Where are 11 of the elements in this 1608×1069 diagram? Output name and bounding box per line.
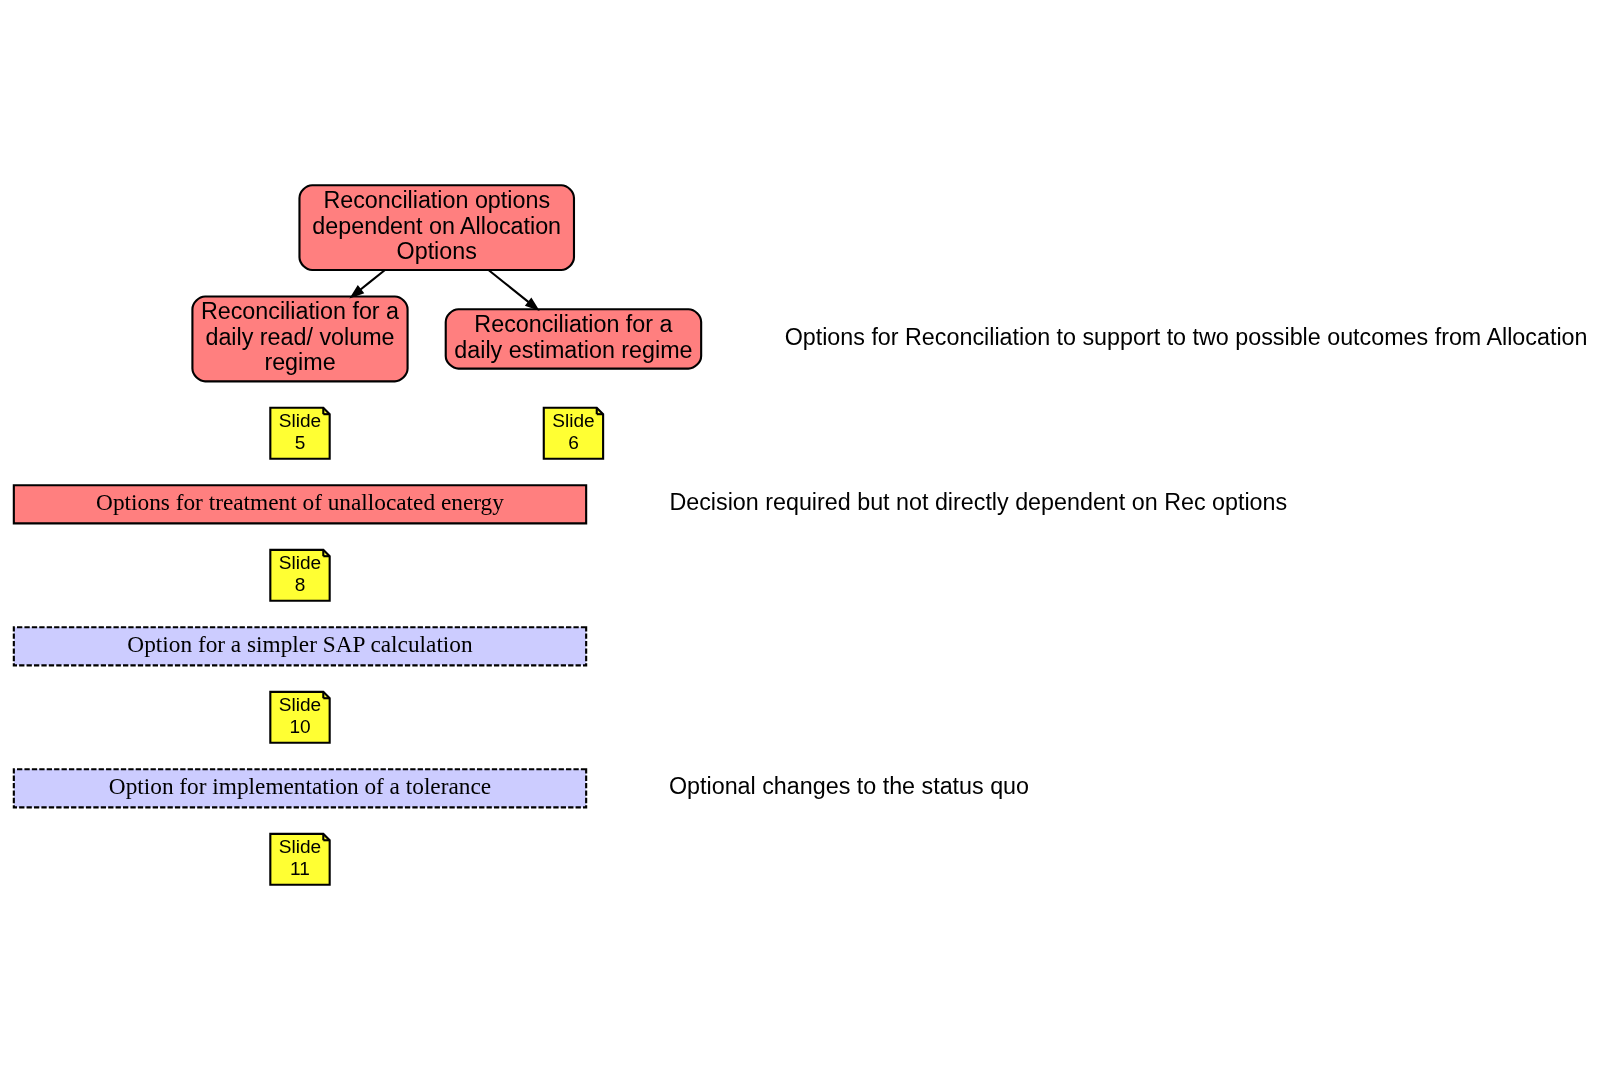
node-box: Options for treatment of unallocated energy xyxy=(12,483,587,524)
arrow xyxy=(348,268,385,298)
arrow xyxy=(487,268,540,311)
node-box: Reconciliation for a daily read/ volume regime xyxy=(190,294,409,382)
node-box: Option for implementation of a tolerance xyxy=(12,767,587,808)
label: Options for Reconciliation to support to two possible outcomes from Allocation xyxy=(784,323,1587,350)
label: Optional changes to the status quo xyxy=(668,772,1029,799)
node-box: Option for a simpler SAP calculation xyxy=(12,625,587,666)
node-box: Reconciliation options dependent on Allocation Options xyxy=(297,183,575,271)
label: Decision required but not directly dependent on Rec options xyxy=(668,488,1287,515)
node-box: Reconciliation for a daily estimation regime xyxy=(444,307,702,370)
